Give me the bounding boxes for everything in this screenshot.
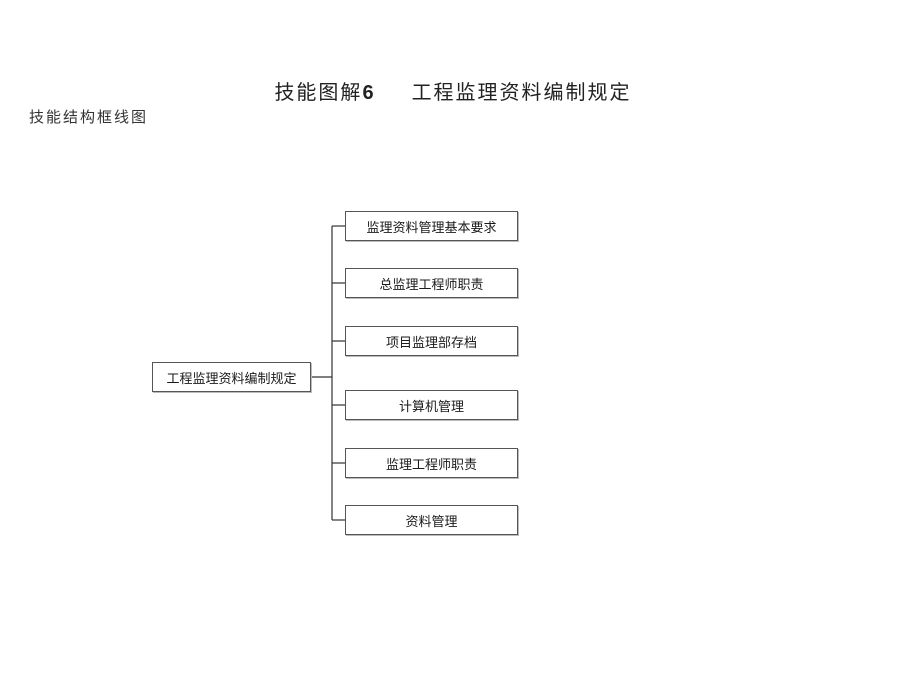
child-node-label: 总监理工程师职责	[379, 277, 484, 293]
child-node-1: 监理资料管理基本要求	[345, 211, 518, 241]
root-node: 工程监理资料编制规定	[152, 362, 311, 392]
child-node-label: 计算机管理	[398, 399, 464, 415]
child-node-4: 计算机管理	[345, 390, 518, 420]
page-title: 技能图解6 工程监理资料编制规定	[0, 76, 906, 105]
diagram-subtitle: 技能结构框线图	[29, 108, 149, 126]
title-number: 6	[362, 82, 374, 104]
child-node-label: 项目监理部存档	[385, 335, 477, 351]
child-node-label: 监理资料管理基本要求	[366, 220, 497, 236]
child-node-6: 资料管理	[345, 505, 518, 535]
child-node-label: 监理工程师职责	[385, 457, 477, 473]
child-node-5: 监理工程师职责	[345, 448, 518, 478]
child-node-3: 项目监理部存档	[345, 326, 518, 356]
title-prefix: 技能图解	[274, 80, 363, 104]
child-node-label: 资料管理	[405, 514, 458, 530]
root-node-label: 工程监理资料编制规定	[166, 371, 297, 387]
title-main: 工程监理资料编制规定	[411, 80, 632, 104]
child-node-2: 总监理工程师职责	[345, 268, 518, 298]
